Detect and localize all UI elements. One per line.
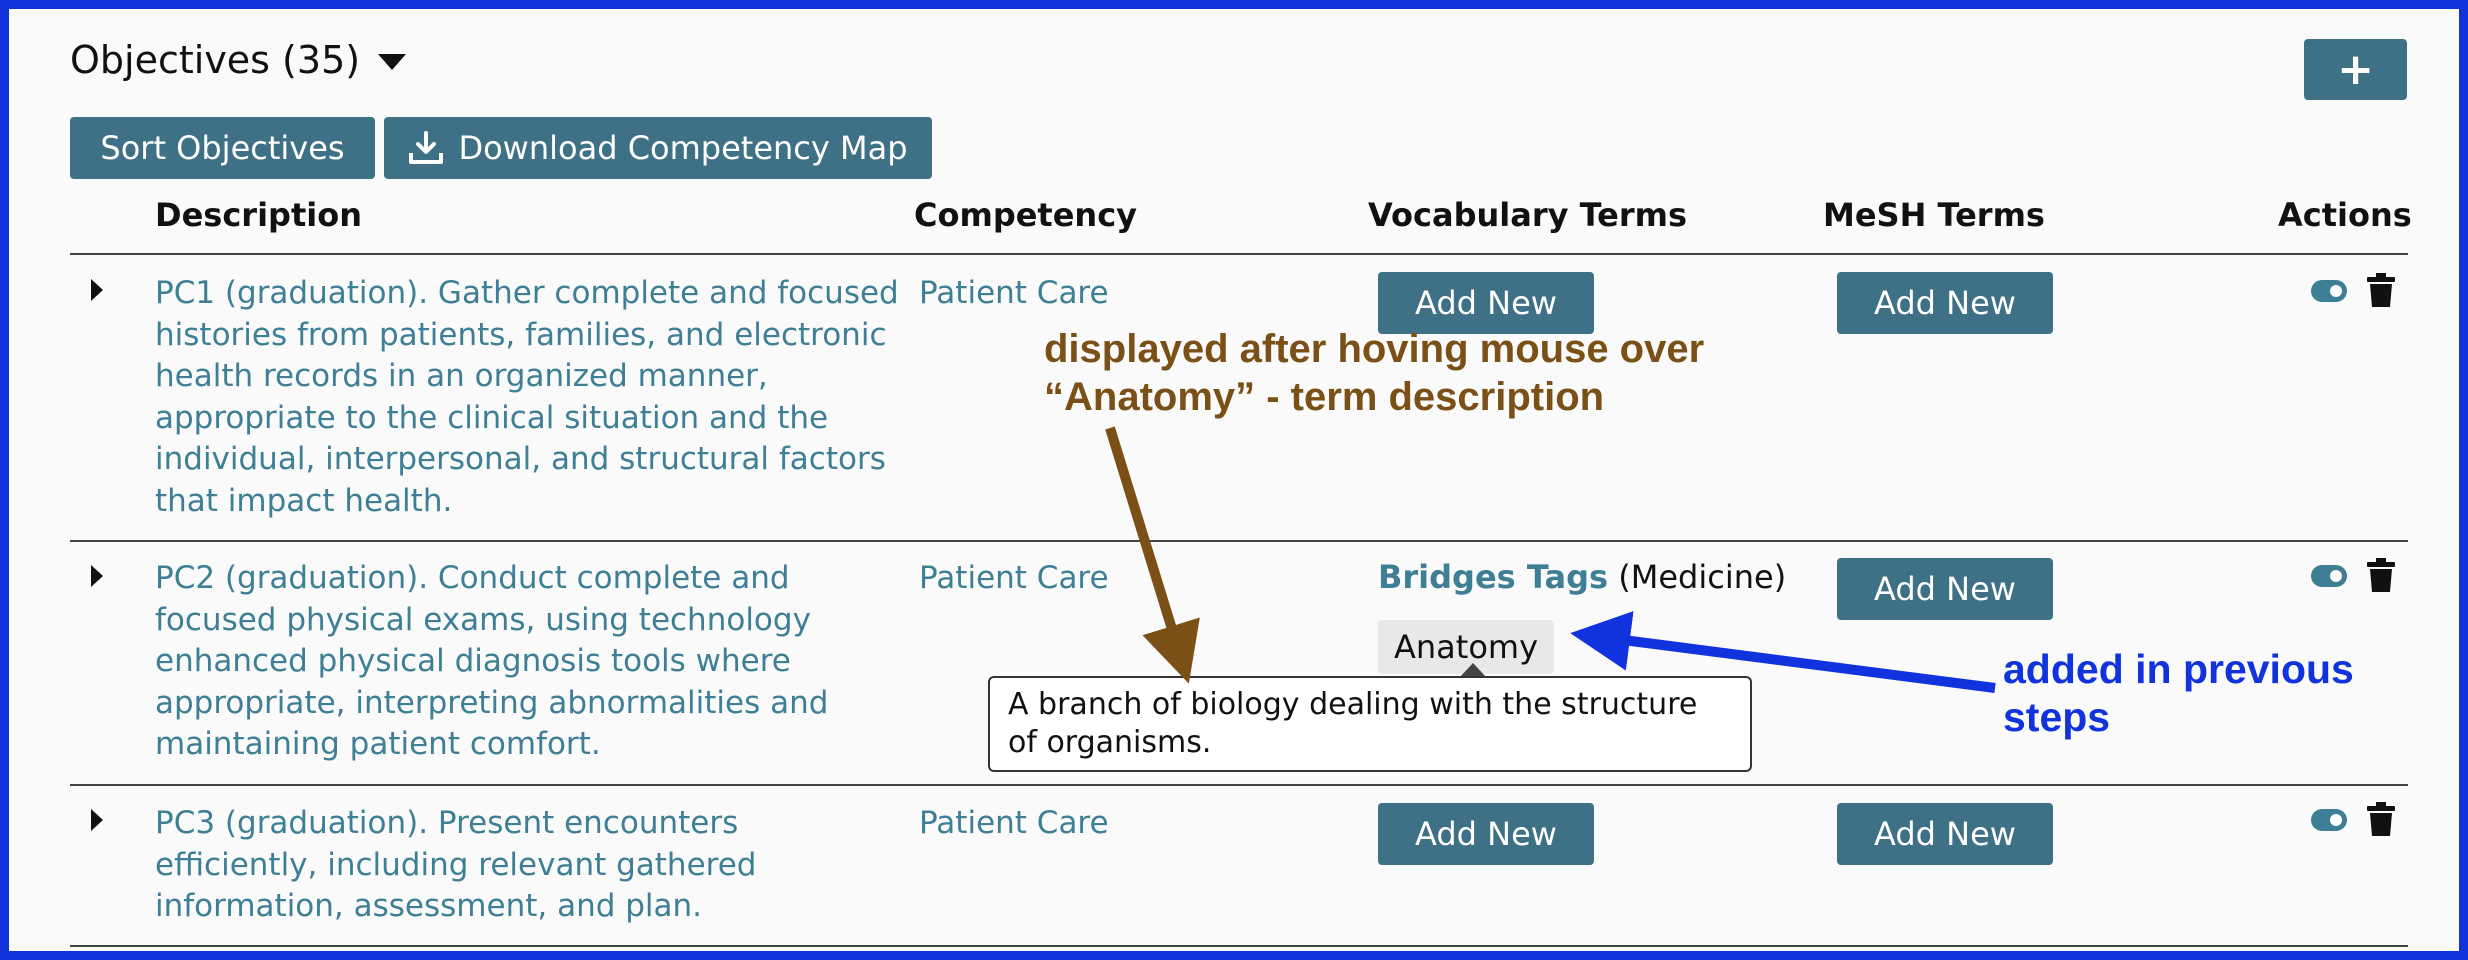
competency-link[interactable]: Patient Care: [919, 805, 1109, 841]
objective-description[interactable]: PC2 (graduation). Conduct complete and f…: [155, 560, 829, 762]
toggle-icon[interactable]: [2311, 565, 2347, 587]
objective-description[interactable]: PC1 (graduation). Gather complete and fo…: [155, 275, 899, 519]
tooltip-arrow: [1460, 663, 1486, 677]
competency-link[interactable]: Patient Care: [919, 275, 1109, 311]
table-divider: [70, 253, 2408, 255]
trash-icon[interactable]: [2367, 802, 2395, 836]
objectives-title: Objectives (35): [70, 38, 361, 82]
download-icon: [408, 131, 444, 165]
table-divider: [70, 540, 2408, 542]
trash-icon[interactable]: [2367, 273, 2395, 307]
table-divider: [70, 784, 2408, 786]
vocabulary-title-link[interactable]: Bridges Tags: [1378, 558, 1609, 596]
add-objective-button[interactable]: +: [2304, 39, 2407, 100]
trash-icon[interactable]: [2367, 558, 2395, 592]
caret-right-icon[interactable]: [91, 809, 103, 831]
download-button-label: Download Competency Map: [458, 129, 908, 167]
caret-right-icon[interactable]: [91, 279, 103, 301]
column-header-vocabulary: Vocabulary Terms: [1368, 196, 1688, 234]
column-header-mesh: MeSH Terms: [1823, 196, 2045, 234]
download-competency-map-button[interactable]: Download Competency Map: [384, 117, 932, 179]
vocabulary-tags: Bridges Tags (Medicine): [1378, 558, 1786, 596]
mesh-add-new-button[interactable]: Add New: [1837, 558, 2053, 620]
vocabulary-add-new-button[interactable]: Add New: [1378, 272, 1594, 334]
objectives-header: Objectives (35): [70, 38, 407, 82]
term-description-tooltip: A branch of biology dealing with the str…: [988, 676, 1752, 772]
column-header-actions: Actions: [2278, 196, 2412, 234]
table-divider: [70, 945, 2408, 947]
column-header-competency: Competency: [914, 196, 1138, 234]
vocabulary-add-new-button[interactable]: Add New: [1378, 803, 1594, 865]
toggle-icon[interactable]: [2311, 809, 2347, 831]
vocabulary-school: (Medicine): [1618, 558, 1787, 596]
added-annotation: added in previous steps: [2003, 646, 2354, 740]
caret-right-icon[interactable]: [91, 565, 103, 587]
mesh-add-new-button[interactable]: Add New: [1837, 272, 2053, 334]
mesh-add-new-button[interactable]: Add New: [1837, 803, 2053, 865]
column-header-description: Description: [155, 196, 362, 234]
sort-objectives-button[interactable]: Sort Objectives: [70, 117, 375, 179]
objective-description[interactable]: PC3 (graduation). Present encounters eff…: [155, 805, 757, 924]
hover-annotation: displayed after hoving mouse over “Anato…: [1044, 327, 1705, 419]
caret-down-icon[interactable]: [378, 54, 407, 70]
toggle-icon[interactable]: [2311, 280, 2347, 302]
competency-link[interactable]: Patient Care: [919, 560, 1109, 596]
